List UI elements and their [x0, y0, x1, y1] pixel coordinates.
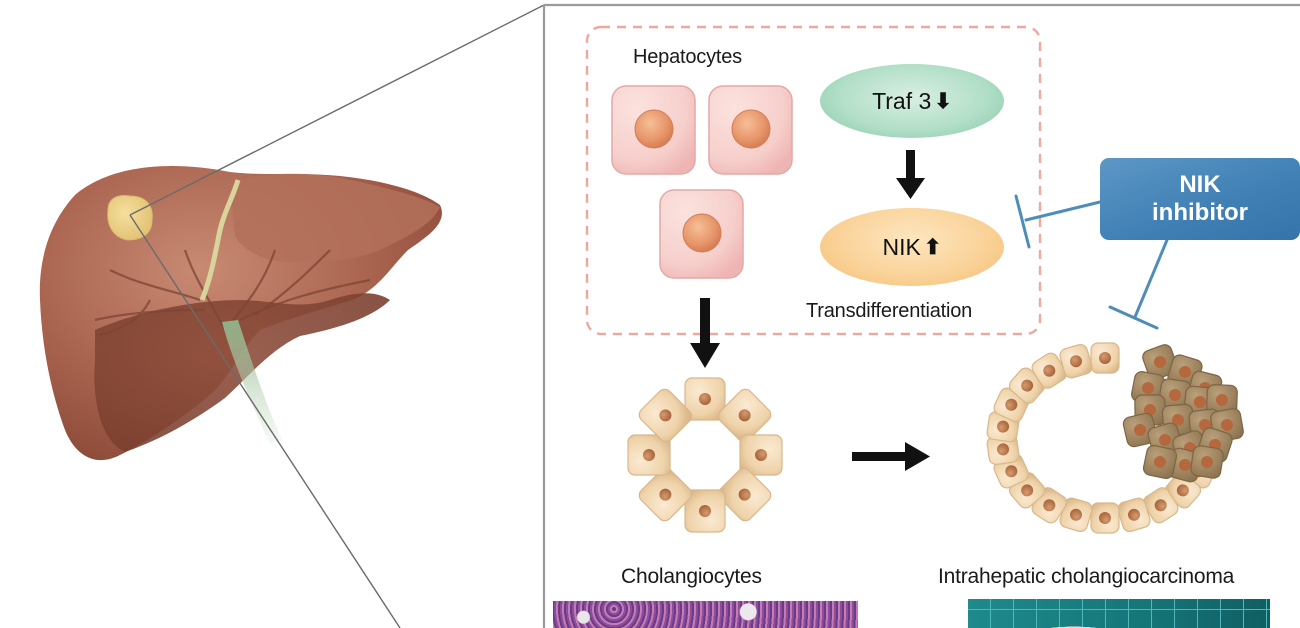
falciform-ligament: [199, 179, 241, 301]
cholangiocyte-cell: [717, 467, 772, 522]
cholangiocyte-cell: [684, 377, 726, 421]
inhibition-lines: [1014, 194, 1169, 330]
cholangiocyte-to-icc-arrow: [852, 442, 930, 471]
cholangiocarcinoma-cluster: [986, 342, 1244, 534]
liver-left-lobe: [230, 173, 440, 262]
nik-inhibitor-box: NIK inhibitor: [1100, 158, 1300, 240]
zoom-panel-frame: [542, 3, 1300, 628]
cholangiocarcinoma-specimen-photo: [968, 599, 1270, 628]
cholangiocyte-cell: [627, 434, 671, 476]
cholangiocyte-cell: [717, 388, 772, 443]
up-arrow-icon: ⬆: [923, 235, 942, 259]
nik-inhibitor-line1: NIK: [1179, 171, 1221, 198]
zoom-callout-lines: [129, 4, 545, 628]
cholangiocyte-cell: [1059, 343, 1093, 379]
cholangiocyte-cell: [1059, 497, 1093, 533]
arrows: [690, 150, 930, 471]
traf3-node: Traf 3 ⬇: [820, 64, 1004, 138]
tumor-cell: [1158, 378, 1192, 412]
cholangiocyte-cell: [739, 434, 783, 476]
tumor-cell: [1142, 444, 1178, 480]
cholangiocyte-ring: [627, 377, 783, 533]
cholangiocyte-cell: [684, 489, 726, 533]
hepatocyte-to-cholangiocyte-arrow: [690, 298, 720, 368]
hepatocyte-cell: [659, 189, 744, 279]
transdifferentiation-dashed-box: [585, 25, 1042, 336]
tumor-cell: [1142, 344, 1178, 380]
traf3-label: Traf 3: [872, 87, 932, 114]
nik-inhibitor-line2: inhibitor: [1152, 199, 1248, 226]
nik-label: NIK: [882, 233, 921, 260]
inhibitor-to-nik-line: [1014, 194, 1102, 249]
hepatocyte-cells: [611, 85, 793, 279]
liver-tumor: [107, 195, 153, 241]
cholangiocyte-cell: [1117, 497, 1151, 533]
cholangiocyte-cell: [1090, 342, 1120, 374]
cholangiocyte-cell: [638, 388, 693, 443]
cholangiocytes-label: Cholangiocytes: [621, 565, 762, 588]
cholangiocyte-cell: [1142, 487, 1179, 524]
intrahepatic-cholangiocarcinoma-label: Intrahepatic cholangiocarcinoma: [938, 565, 1235, 588]
down-arrow-icon: ⬇: [934, 89, 952, 113]
traf3-to-nik-arrow: [896, 150, 925, 199]
cholangiocyte-histology-image: [553, 601, 858, 628]
cholangiocyte-cell: [638, 467, 693, 522]
tumor-cell: [1190, 445, 1224, 479]
hepatocyte-cell: [611, 85, 696, 175]
hepatocytes-label: Hepatocytes: [633, 46, 742, 68]
cholangiocyte-cell: [1090, 502, 1120, 534]
inhibitor-to-icc-line: [1108, 238, 1169, 330]
liver-illustration: [39, 165, 442, 461]
bile-duct: [222, 320, 282, 444]
hepatocyte-cell: [708, 85, 793, 175]
cholangiocyte-cell: [1031, 352, 1068, 389]
nik-node: NIK ⬆: [820, 208, 1004, 286]
transdifferentiation-label: Transdifferentiation: [806, 300, 973, 322]
